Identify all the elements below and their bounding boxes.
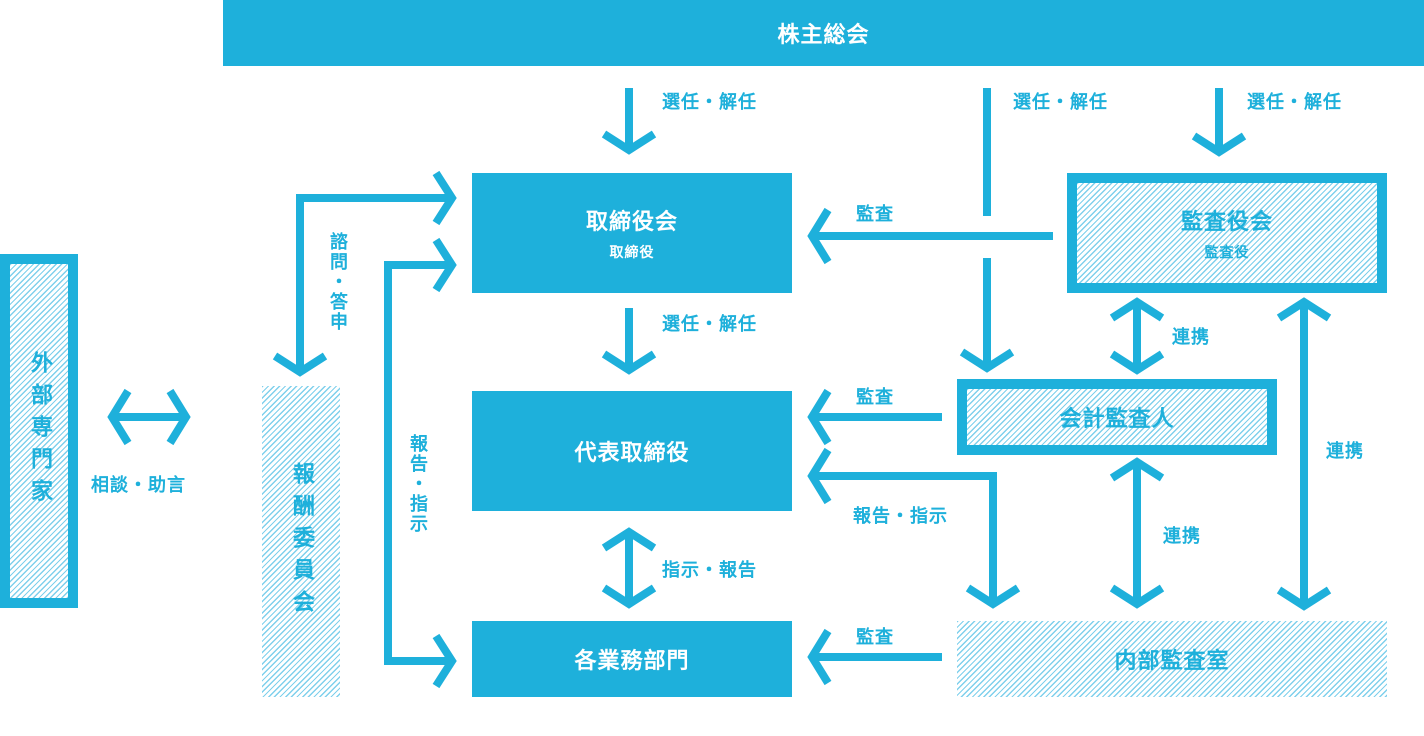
arrowhead-left bbox=[807, 388, 832, 446]
arrowhead-down bbox=[272, 352, 328, 377]
label-auditors-internal-link: 連携 bbox=[1326, 441, 1364, 462]
node-compensation-committee: 報酬委員会 bbox=[262, 386, 340, 697]
arrowhead-left bbox=[107, 388, 132, 446]
arrow-rep-internal bbox=[812, 472, 997, 604]
node-title: 代表取締役 bbox=[574, 441, 690, 466]
node-title: 会計監査人 bbox=[1059, 407, 1175, 432]
arrowhead-right bbox=[166, 388, 191, 446]
label-accounting-internal-link: 連携 bbox=[1163, 526, 1201, 547]
node-title: 各業務部門 bbox=[574, 649, 690, 674]
arrow-report-instruct-left bbox=[384, 261, 452, 665]
label-rep-internal: 報告・指示 bbox=[853, 506, 948, 527]
label-auditors-accounting-link: 連携 bbox=[1172, 327, 1210, 348]
label-accounting-to-rep: 監査 bbox=[856, 387, 894, 408]
node-external-experts: 外部専門家 bbox=[0, 254, 78, 608]
node-title: 報酬委員会 bbox=[289, 461, 314, 622]
label-gm-to-auditors: 選任・解任 bbox=[1247, 92, 1342, 113]
label-report-instruct-left: 報告・指示 bbox=[407, 434, 428, 534]
node-board-of-directors: 取締役会 取締役 bbox=[472, 173, 792, 293]
label-internal-to-departments: 監査 bbox=[856, 627, 894, 648]
label-auditors-to-board: 監査 bbox=[856, 204, 894, 225]
arrowhead-down bbox=[1191, 132, 1247, 157]
node-audit-and-supervisory-board: 監査役会 監査役 bbox=[1067, 173, 1387, 293]
node-title: 監査役会 bbox=[1180, 210, 1273, 235]
node-title: 外部専門家 bbox=[27, 351, 52, 511]
node-subtitle: 監査役 bbox=[1204, 245, 1250, 261]
arrowhead-down bbox=[1109, 584, 1165, 609]
node-internal-audit-office: 内部監査室 bbox=[957, 621, 1387, 697]
label-consult: 相談・助言 bbox=[91, 475, 186, 496]
arrowhead-down bbox=[965, 584, 1021, 609]
arrow-inquiry bbox=[296, 194, 452, 372]
arrowhead-right bbox=[432, 237, 457, 293]
node-title: 取締役会 bbox=[585, 210, 678, 235]
arrowhead-down bbox=[1276, 586, 1332, 611]
node-shareholders-meeting: 株主総会 bbox=[223, 0, 1424, 66]
node-title: 内部監査室 bbox=[1114, 649, 1230, 674]
arrowhead-left bbox=[807, 447, 832, 505]
label-inquiry: 諮問・答申 bbox=[327, 232, 348, 332]
arrowhead-down bbox=[601, 584, 657, 609]
node-representative-director: 代表取締役 bbox=[472, 391, 792, 511]
arrowhead-down bbox=[1109, 350, 1165, 375]
node-business-departments: 各業務部門 bbox=[472, 621, 792, 697]
arrowhead-left bbox=[807, 628, 832, 686]
arrowhead-left bbox=[807, 207, 832, 265]
arrowhead-right bbox=[432, 170, 457, 226]
arrowhead-up bbox=[1109, 297, 1165, 322]
arrowhead-down bbox=[959, 348, 1015, 373]
arrowhead-up bbox=[1109, 457, 1165, 482]
node-accounting-auditor: 会計監査人 bbox=[957, 379, 1277, 455]
label-gm-to-board: 選任・解任 bbox=[662, 92, 757, 113]
arrowhead-down bbox=[601, 350, 657, 375]
node-title: 株主総会 bbox=[777, 23, 870, 48]
arrowhead-up bbox=[601, 527, 657, 552]
label-rep-departments: 指示・報告 bbox=[662, 560, 757, 581]
arrowhead-down bbox=[601, 130, 657, 155]
arrowhead-right bbox=[432, 633, 457, 689]
label-board-to-rep: 選任・解任 bbox=[662, 314, 757, 335]
node-subtitle: 取締役 bbox=[609, 245, 655, 261]
arrowhead-up bbox=[1276, 297, 1332, 322]
label-gm-to-accounting-auditor: 選任・解任 bbox=[1013, 92, 1108, 113]
